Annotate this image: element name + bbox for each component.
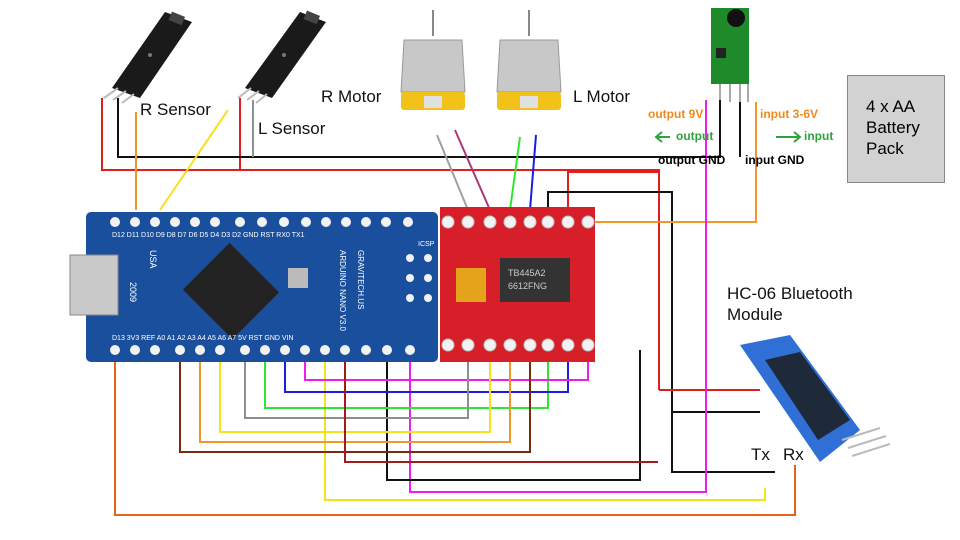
arduino-nano-board: D12 D11 D10 D9 D8 D7 D6 D5 D4 D3 D2 GND … — [69, 212, 438, 362]
nano-bottom-pin-labels: D13 3V3 REF A0 A1 A2 A3 A4 A5 A6 A7 5V R… — [112, 335, 294, 342]
output-9v-label: output 9V — [648, 107, 704, 121]
nano-board-name: ARDUINO NANO V3.0 — [338, 250, 347, 331]
output-arrow-icon — [654, 131, 670, 143]
input-arrow-label: input — [804, 129, 834, 143]
nano-top-pins — [110, 217, 413, 227]
nano-bottom-pins — [110, 345, 415, 355]
boost-converter — [711, 8, 749, 102]
battery-pack: 4 x AA Battery Pack — [847, 75, 945, 183]
battery-label: 4 x AA Battery Pack — [866, 97, 920, 158]
l-sensor-label: L Sensor — [258, 119, 326, 138]
tb6612-driver-board: TB445A2 6612FNG — [440, 207, 595, 362]
nano-year: 2009 — [128, 282, 138, 302]
bluetooth-module-label: HC-06 Bluetooth Module — [727, 284, 853, 324]
r-motor-label: R Motor — [321, 87, 382, 106]
output-gnd-label: output GND — [658, 153, 726, 167]
nano-top-pin-labels: D12 D11 D10 D9 D8 D7 D6 D5 D4 D3 D2 GND … — [112, 232, 305, 239]
r-motor — [400, 10, 466, 110]
input-arrow-icon — [776, 131, 802, 143]
nano-usb-label: USA — [148, 250, 158, 269]
icsp-header — [406, 254, 432, 302]
hc06-module — [740, 335, 891, 462]
output-arrow-label: output — [676, 129, 714, 143]
driver-chip-line2: 6612FNG — [508, 281, 547, 291]
tx-label: Tx — [751, 445, 770, 464]
input-gnd-label: input GND — [745, 153, 805, 167]
driver-chip-line1: TB445A2 — [508, 268, 546, 278]
l-motor-label: L Motor — [573, 87, 631, 106]
l-motor — [496, 10, 562, 110]
rx-label: Rx — [783, 445, 804, 464]
r-sensor-module — [103, 11, 192, 104]
r-sensor-label: R Sensor — [140, 100, 211, 119]
input-3-6v-label: input 3-6V — [760, 107, 819, 121]
icsp-label: ICSP — [418, 241, 435, 248]
nano-maker: GRAVITECH.US — [356, 250, 365, 309]
l-sensor-module — [237, 10, 326, 104]
